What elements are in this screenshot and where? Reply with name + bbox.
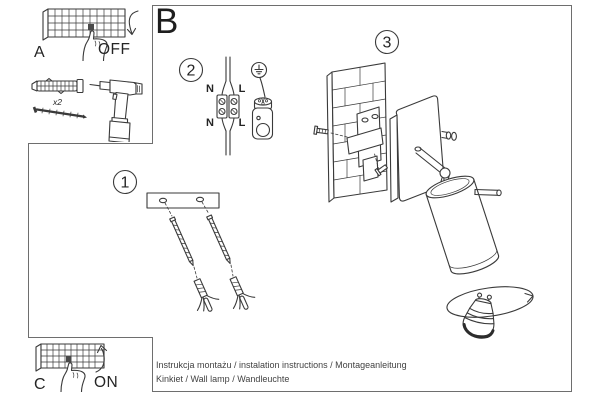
mounting-bracket-illustration	[146, 192, 220, 209]
breaker-on-illustration: ON C	[34, 343, 118, 392]
curved-arrow-down-icon	[126, 10, 139, 36]
lamp-arm-illustration	[415, 147, 451, 186]
wall-anchor-illustration	[193, 278, 220, 312]
footer: Instrukcja montażu / instalation instruc…	[156, 358, 407, 386]
wire-label-l-bottom: L	[239, 117, 246, 129]
footer-product: Kinkiet / Wall lamp / Wandleuchte	[156, 374, 290, 384]
pointing-hand-icon	[82, 30, 108, 61]
drill-icon	[89, 79, 143, 142]
pressed-switch	[66, 356, 72, 362]
ground-symbol-icon	[250, 61, 268, 79]
step-1-badge: 1	[112, 169, 138, 195]
step-2-badge: 2	[178, 57, 204, 83]
socket-connector-illustration	[251, 97, 274, 140]
wall-plug-icon	[31, 77, 84, 95]
svg-text:3: 3	[383, 35, 392, 52]
svg-text:1: 1	[121, 175, 130, 192]
adjustment-pin-icon	[474, 188, 502, 197]
step-2-illustration: 2 N L N L	[178, 56, 274, 156]
panel-c: ON C	[28, 337, 153, 392]
wall-bracket-illustration	[346, 106, 388, 182]
wall-screw-icon	[313, 125, 329, 135]
ground-wire	[259, 77, 266, 98]
breaker-box-illustration	[42, 8, 126, 41]
parts-panel: x2	[28, 62, 153, 144]
gu10-bulb-illustration	[462, 292, 495, 339]
svg-text:2: 2	[187, 63, 196, 80]
parts-illustration: x2	[31, 77, 143, 142]
panel-b-label: B	[155, 2, 179, 41]
quantity-label: x2	[52, 97, 62, 107]
pressed-switch	[88, 24, 94, 30]
step-3-illustration: 3	[313, 29, 534, 339]
screw-illustration	[206, 214, 231, 265]
panel-a-label: A	[34, 44, 45, 61]
wire-label-n-bottom: N	[206, 117, 214, 129]
breaker-box-illustration	[35, 343, 105, 372]
terminal-block-illustration	[216, 56, 240, 156]
step-1-illustration: 1	[112, 169, 256, 312]
outer-frame	[28, 5, 572, 392]
pointing-hand-icon	[60, 362, 86, 392]
screw-icon	[32, 106, 87, 119]
wire-label-n-top: N	[206, 83, 214, 95]
step-3-badge: 3	[374, 29, 400, 55]
lamp-shade-illustration	[425, 175, 500, 275]
wall-anchor-illustration	[229, 276, 256, 310]
screw-illustration	[169, 216, 194, 267]
on-label: ON	[94, 374, 118, 391]
side-screw-knob-icon	[441, 130, 457, 141]
off-label: OFF	[98, 41, 131, 58]
rotation-arrowhead	[524, 292, 534, 303]
breaker-off-illustration: OFF A	[34, 8, 139, 61]
panel-c-label: C	[34, 376, 46, 392]
wire-label-l-top: L	[239, 83, 246, 95]
panel-a: OFF A	[28, 5, 153, 63]
curved-arrow-up-icon	[95, 344, 108, 373]
footer-instructions: Instrukcja montażu / instalation instruc…	[156, 360, 407, 370]
rotation-arrow-icon	[446, 286, 534, 309]
rotation-arrow-front	[446, 295, 534, 318]
